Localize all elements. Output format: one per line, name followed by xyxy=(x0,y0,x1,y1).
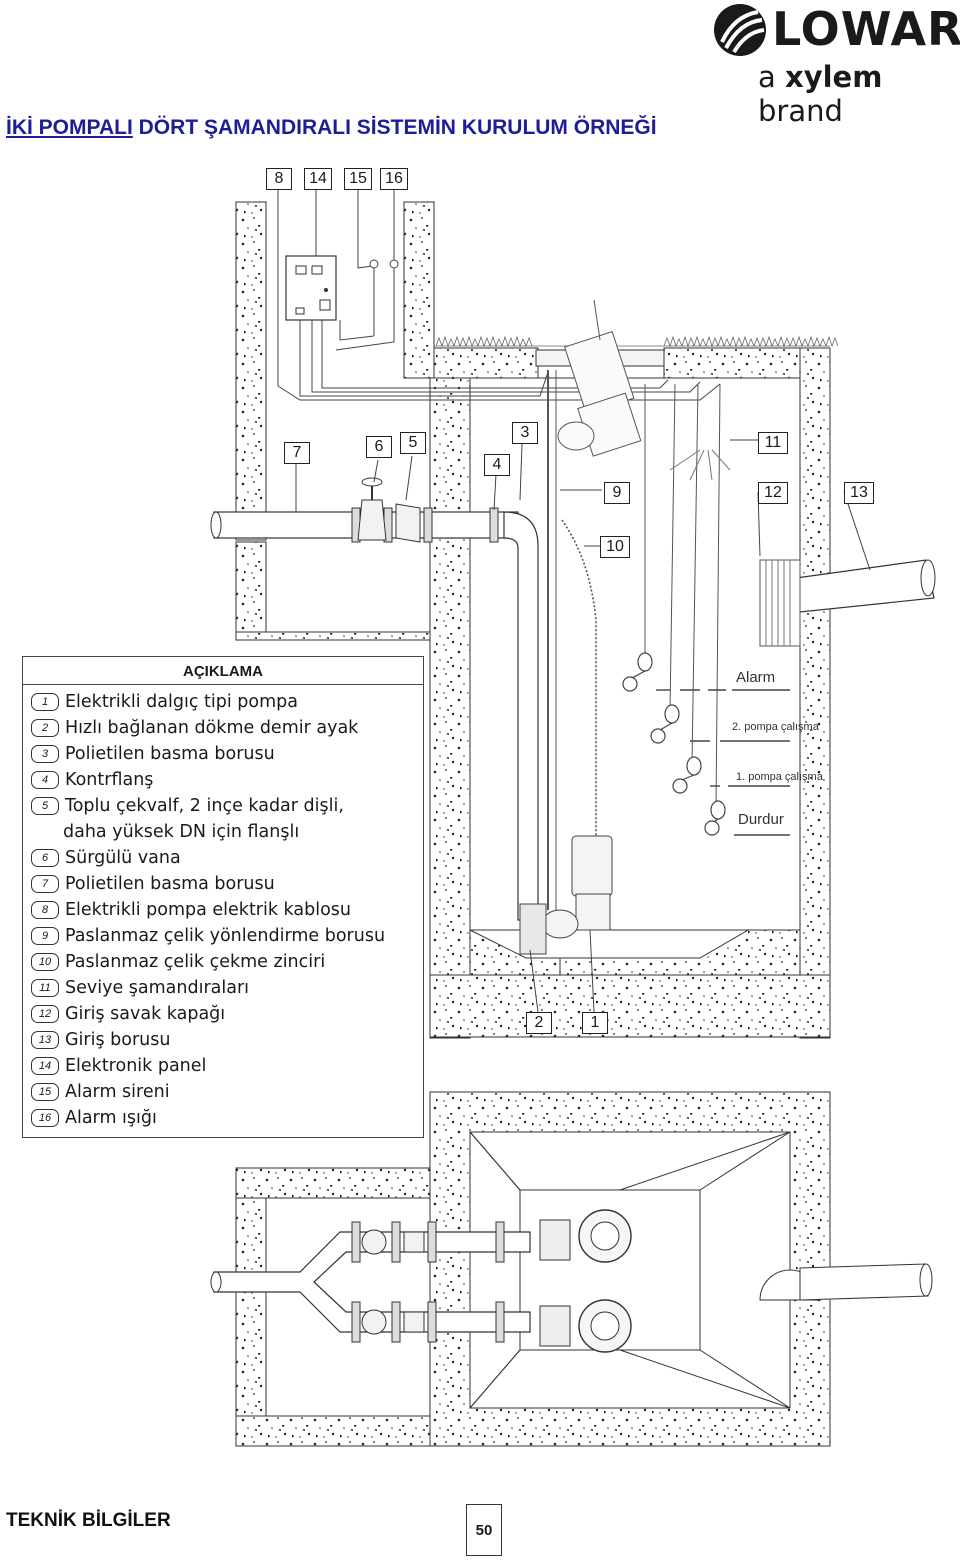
page-title: İKİ POMPALI DÖRT ŞAMANDIRALI SİSTEMİN KU… xyxy=(6,116,657,140)
electronic-panel xyxy=(285,255,337,321)
page-number: 50 xyxy=(466,1504,502,1556)
legend-text: Seviye şamandıraları xyxy=(65,978,250,998)
legend-num: 15 xyxy=(31,1083,59,1101)
legend-text: Paslanmaz çelik yönlendirme borusu xyxy=(65,926,386,946)
callout-2: 2 xyxy=(526,1012,552,1034)
cables xyxy=(277,190,721,522)
legend-text: Elektronik panel xyxy=(65,1056,207,1076)
callout-6: 6 xyxy=(366,436,392,458)
legend-item: 2 Hızlı bağlanan dökme demir ayak xyxy=(31,717,416,739)
callout-14: 14 xyxy=(304,168,332,190)
callout-12: 12 xyxy=(758,482,788,504)
legend-item: 10 Paslanmaz çelik çekme zinciri xyxy=(31,951,416,973)
legend-divider xyxy=(23,684,423,685)
legend-text: Kontrflanş xyxy=(65,770,154,790)
callout-15: 15 xyxy=(344,168,372,190)
legend-item: 13 Giriş borusu xyxy=(31,1029,416,1051)
legend-num: 7 xyxy=(31,875,59,893)
legend-item: 1 Elektrikli dalgıç tipi pompa xyxy=(31,691,416,713)
brand-prefix: a xyxy=(758,60,785,94)
legend-num: 6 xyxy=(31,849,59,867)
title-underlined: İKİ POMPALI xyxy=(6,116,133,139)
logo-wordmark: LOWARA xyxy=(772,2,960,56)
level-alarm-label: Alarm xyxy=(736,669,776,686)
callout-11: 11 xyxy=(758,432,788,454)
legend-text: Giriş savak kapağı xyxy=(65,1004,226,1024)
callout-4: 4 xyxy=(484,454,510,476)
legend-text: Elektrikli pompa elektrik kablosu xyxy=(65,900,351,920)
title-rest: DÖRT ŞAMANDIRALI SİSTEMİN KURULUM ÖRNEĞİ xyxy=(132,116,657,139)
legend-num: 5 xyxy=(31,797,59,815)
callout-1: 1 xyxy=(582,1012,608,1034)
legend-num: 12 xyxy=(31,1005,59,1023)
inlet-pipe xyxy=(759,559,936,647)
legend-num: 14 xyxy=(31,1057,59,1075)
legend-num: 4 xyxy=(31,771,59,789)
legend-text: Toplu çekvalf, 2 inçe kadar dişli, xyxy=(65,796,344,816)
callout-13: 13 xyxy=(844,482,874,504)
lowara-logo: LOWARA xyxy=(712,2,960,58)
level-stop-label: Durdur xyxy=(738,811,784,828)
legend-num: 16 xyxy=(31,1109,59,1127)
legend-text: Giriş borusu xyxy=(65,1030,171,1050)
legend-item: 12 Giriş savak kapağı xyxy=(31,1003,416,1025)
footer-label: TEKNİK BİLGİLER xyxy=(6,1510,171,1531)
pump-installed xyxy=(519,835,613,955)
legend-num: 2 xyxy=(31,719,59,737)
legend-num: 3 xyxy=(31,745,59,763)
legend-box: AÇIKLAMA 1 Elektrikli dalgıç tipi pompa 2… xyxy=(22,656,424,1138)
legend-item: 3 Polietilen basma borusu xyxy=(31,743,416,765)
legend-item: 7 Polietilen basma borusu xyxy=(31,873,416,895)
legend-num: 13 xyxy=(31,1031,59,1049)
level-lines xyxy=(656,689,790,836)
legend-text: Hızlı bağlanan dökme demir ayak xyxy=(65,718,359,738)
pump-lifted xyxy=(557,299,642,457)
legend-num: 10 xyxy=(31,953,59,971)
plan-view xyxy=(210,1091,933,1447)
legend-item: 9 Paslanmaz çelik yönlendirme borusu xyxy=(31,925,416,947)
legend-item: 11 Seviye şamandıraları xyxy=(31,977,416,999)
callout-10: 10 xyxy=(600,536,630,558)
brand-suffix: brand xyxy=(758,94,843,128)
legend-text: Alarm sireni xyxy=(65,1082,170,1102)
legend-num: 11 xyxy=(31,979,59,997)
leader-lines xyxy=(373,439,871,1013)
level-pump2-label: 2. pompa çalışma xyxy=(732,721,819,733)
legend-text: Alarm ışığı xyxy=(65,1108,157,1128)
callout-3: 3 xyxy=(512,422,538,444)
legend-num: 8 xyxy=(31,901,59,919)
callout-7: 7 xyxy=(284,442,310,464)
legend-text: Elektrikli dalgıç tipi pompa xyxy=(65,692,298,712)
legend-text: Polietilen basma borusu xyxy=(65,874,275,894)
ground-grass xyxy=(434,335,839,348)
legend-item: 14 Elektronik panel xyxy=(31,1055,416,1077)
callout-9: 9 xyxy=(604,482,630,504)
legend-title: AÇIKLAMA xyxy=(183,663,263,680)
lowara-logo-mark-icon xyxy=(714,4,766,56)
legend-item: 6 Sürgülü vana xyxy=(31,847,416,869)
legend-num: 9 xyxy=(31,927,59,945)
level-floats xyxy=(622,652,726,836)
legend-text: Polietilen basma borusu xyxy=(65,744,275,764)
callout-8: 8 xyxy=(266,168,292,190)
callout-5: 5 xyxy=(400,432,426,454)
legend-num: 1 xyxy=(31,693,59,711)
legend-item: 5 Toplu çekvalf, 2 inçe kadar dişli, xyxy=(31,795,416,817)
legend-item: 4 Kontrflanş xyxy=(31,769,416,791)
float-cables xyxy=(644,383,731,809)
level-pump1-label: 1. pompa çalışma xyxy=(736,771,823,783)
legend-text: Paslanmaz çelik çekme zinciri xyxy=(65,952,326,972)
legend-text: Sürgülü vana xyxy=(65,848,181,868)
discharge-pipe xyxy=(210,477,539,921)
brand-xylem: xylem xyxy=(785,60,883,94)
legend-item: 16 Alarm ışığı xyxy=(31,1107,416,1129)
legend-item-continued: daha yüksek DN için flanşlı xyxy=(63,822,300,842)
legend-item: 15 Alarm sireni xyxy=(31,1081,416,1103)
legend-item: 8 Elektrikli pompa elektrik kablosu xyxy=(31,899,416,921)
callout-16: 16 xyxy=(380,168,408,190)
brand-tagline: a xylem brand xyxy=(758,60,960,128)
guide-rail-chain xyxy=(547,370,597,910)
